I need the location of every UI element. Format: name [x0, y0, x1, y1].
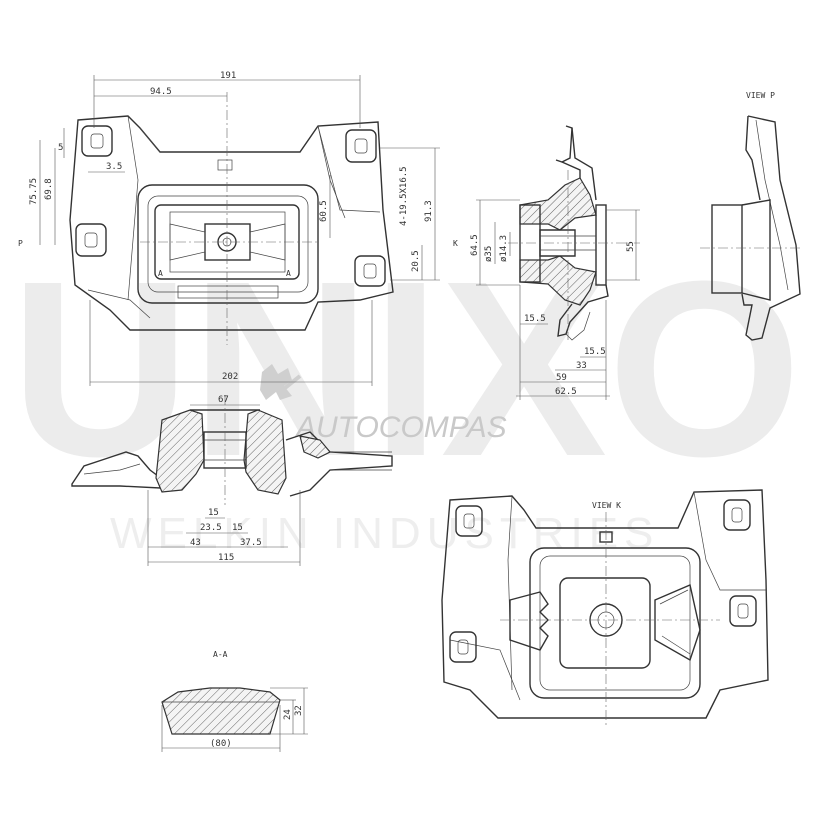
side-section-view: K 64.5 ø35 ø14.3 55 15.5 15.5 33 59 62.5	[453, 125, 640, 400]
watermark: UNIXO AUTOCOMPAS WELKIN INDUSTRIES	[10, 229, 802, 558]
dim-32: 32	[294, 705, 304, 716]
view-arrow-k-label: K	[453, 239, 458, 248]
dim-24: 24	[283, 709, 293, 720]
section-aa-title: A-A	[213, 650, 228, 659]
dim-55: 55	[626, 241, 636, 252]
dim-5: 5	[58, 143, 63, 153]
section-mark-a-right: A	[286, 269, 291, 278]
dim-3-5: 3.5	[106, 162, 122, 172]
view-k: VIEW K	[441, 489, 769, 725]
dim-80: (80)	[210, 739, 232, 749]
dim-33: 33	[576, 361, 587, 371]
watermark-brand: AUTOCOMPAS	[294, 411, 507, 444]
dim-91-3: 91.3	[424, 200, 434, 222]
dim-4-19-5: 4-19.5X16.5	[399, 166, 409, 226]
front-section-view: 67 15 23.5 15 43 37.5 115	[71, 395, 393, 566]
dim-15-b: 15	[232, 523, 243, 533]
watermark-big-text: UNIXO	[10, 229, 802, 508]
section-a-a: A-A 24 32 (80)	[161, 650, 308, 752]
dim-75-75: 75.75	[29, 178, 39, 205]
dim-20-5: 20.5	[411, 250, 421, 272]
dim-15-5-right: 15.5	[584, 347, 606, 357]
view-arrow-p-label: P	[18, 239, 23, 248]
dim-23-5: 23.5	[200, 523, 222, 533]
dim-64-5: 64.5	[470, 234, 480, 256]
top-view: A A 191 94.5 202 75.75 69.8 5 3.5 60.5 4…	[18, 71, 440, 386]
dim-202: 202	[222, 372, 238, 382]
dim-d35: ø35	[484, 246, 494, 262]
view-p-title: VIEW P	[746, 91, 775, 100]
dim-d14-3: ø14.3	[499, 235, 509, 262]
dim-62-5: 62.5	[555, 387, 577, 397]
view-p: VIEW P	[700, 91, 801, 341]
dim-60-5: 60.5	[319, 200, 329, 222]
view-k-title: VIEW K	[592, 501, 621, 510]
dim-15-a: 15	[208, 508, 219, 518]
dim-67: 67	[218, 395, 229, 405]
dim-94-5: 94.5	[150, 87, 172, 97]
dim-59: 59	[556, 373, 567, 383]
dim-37-5: 37.5	[240, 538, 262, 548]
dim-191: 191	[220, 71, 236, 81]
dim-69-8: 69.8	[44, 178, 54, 200]
dim-115: 115	[218, 553, 234, 563]
section-mark-a-left: A	[158, 269, 163, 278]
dim-43: 43	[190, 538, 201, 548]
dim-15-5-left: 15.5	[524, 314, 546, 324]
watermark-sub: WELKIN INDUSTRIES	[110, 509, 659, 558]
